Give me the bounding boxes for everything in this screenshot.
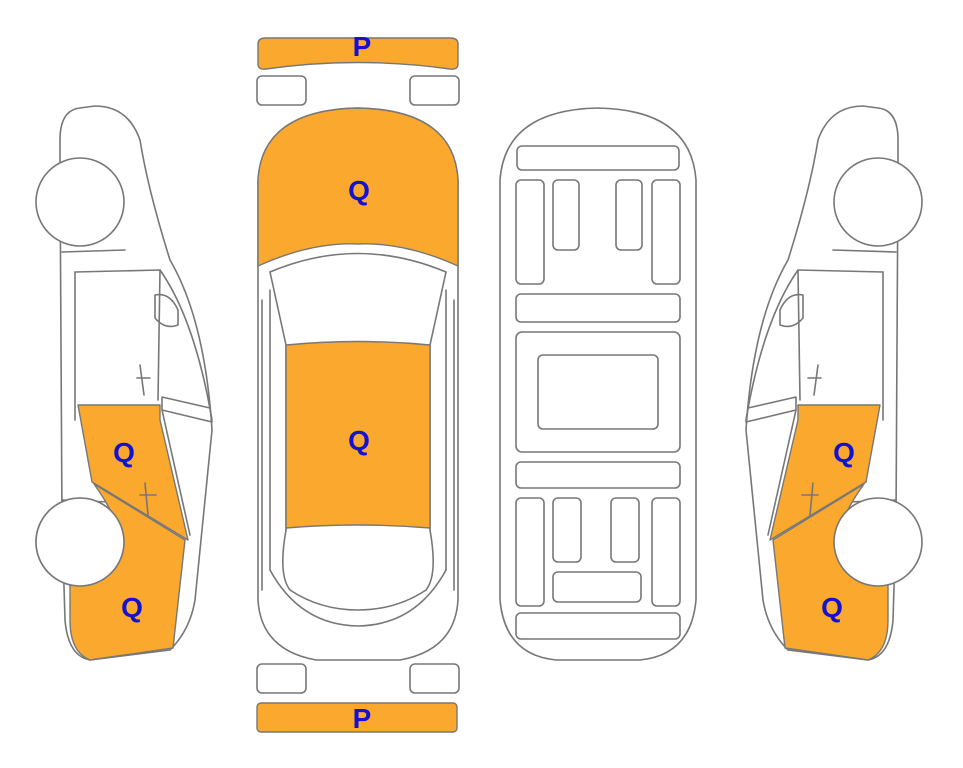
right-front-fender-label: Q: [821, 592, 843, 623]
left-side-view: Q Q: [35, 105, 213, 661]
top-view: P Q Q P: [256, 31, 460, 734]
right-side-view: [745, 105, 923, 661]
hood-panel: [257, 107, 459, 267]
left-body-outline: [59, 105, 213, 661]
roof-label: Q: [348, 425, 370, 456]
rear-right-light: [409, 75, 460, 106]
left-front-wheel: [35, 157, 125, 247]
front-bumper-panel: [256, 702, 458, 733]
underside-view: [499, 107, 697, 661]
rear-left-light: [256, 75, 307, 106]
left-front-fender-label: Q: [121, 592, 143, 623]
front-bumper-label: P: [353, 703, 372, 734]
right-rear-wheel: [833, 497, 923, 587]
right-body-outline: [745, 105, 899, 661]
rear-bumper-label: P: [353, 31, 372, 62]
hood-label: Q: [348, 175, 370, 206]
left-front-door-label: Q: [113, 437, 135, 468]
right-front-door-label: Q: [833, 437, 855, 468]
right-front-door-panel: [769, 404, 881, 541]
rear-bumper-panel: [257, 37, 459, 70]
right-front-wheel: [833, 157, 923, 247]
front-right-light: [409, 663, 460, 694]
roof-panel: [285, 340, 431, 529]
front-left-light: [256, 663, 307, 694]
underside-outline: [499, 107, 697, 661]
left-front-door-panel: [77, 404, 189, 541]
